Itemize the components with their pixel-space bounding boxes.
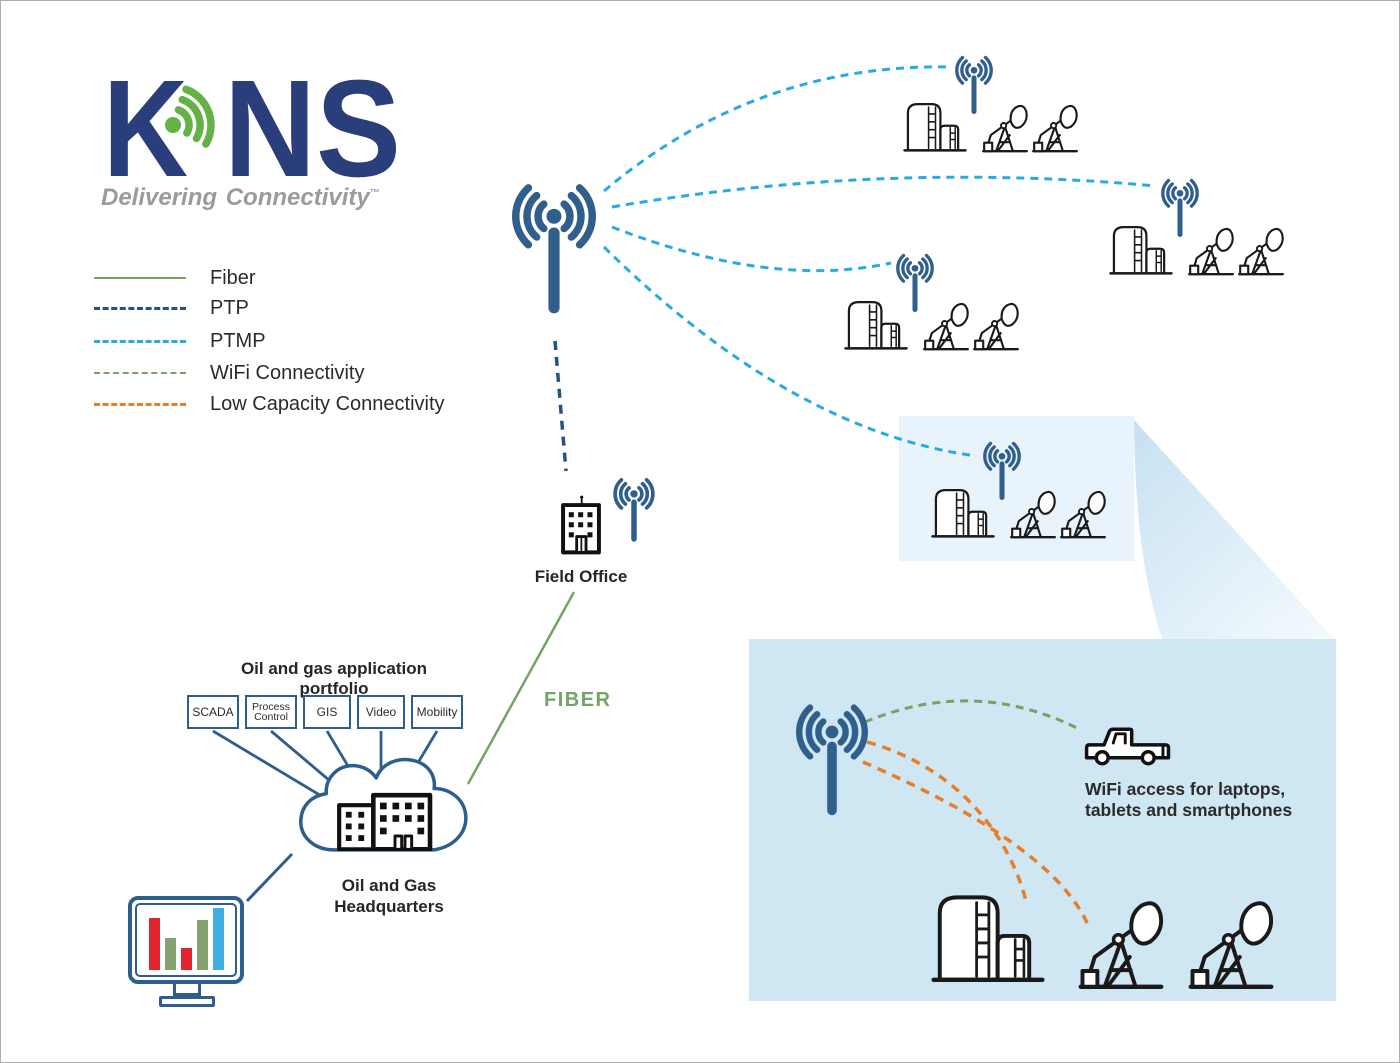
low-capacity-line-tank (866, 740, 1028, 902)
pumpjack-icon (1060, 490, 1106, 539)
legend-item-low-capacity: Low Capacity Connectivity (94, 392, 445, 416)
legend-label: PTP (210, 296, 249, 319)
app-box-process-control: Process Control (245, 695, 297, 729)
fiber-line-sample (94, 277, 186, 279)
app-box-gis: GIS (303, 695, 351, 729)
ptmp-line-site3 (611, 225, 892, 273)
logo-letters-ns: NS (224, 56, 401, 206)
pumpjack-icon (973, 302, 1019, 351)
wifi-caption-line2: tablets and smartphones (1085, 800, 1293, 821)
main-tower-antenna-icon (504, 179, 604, 319)
bar-chart (135, 903, 237, 977)
fiber-line (466, 591, 576, 785)
legend-item-ptmp: PTMP (94, 329, 266, 353)
ptmp-line-site1 (603, 65, 952, 193)
legend-item-ptp: PTP (94, 296, 249, 320)
ptmp-line-sample (94, 339, 186, 343)
pumpjack-icon (1032, 104, 1078, 153)
detail-panel (749, 639, 1336, 1001)
fiber-label: FIBER (544, 689, 612, 711)
field-office-antenna-icon (613, 478, 655, 544)
ptmp-line-site2 (611, 175, 1157, 209)
pumpjack-icon (1010, 490, 1056, 539)
pumpjack-icon (1077, 894, 1165, 992)
chart-bar (180, 948, 192, 970)
trademark-symbol: ™ (369, 188, 380, 199)
ptp-line (553, 340, 568, 472)
app-portfolio-boxes: SCADA Process Control GIS Video Mobility (187, 695, 463, 729)
hq-building-icon (335, 791, 435, 851)
wifi-access-caption: WiFi access for laptops, tablets and sma… (1085, 779, 1295, 822)
ptp-line-sample (94, 306, 186, 310)
ptmp-line-site4 (602, 245, 977, 458)
legend-item-fiber: Fiber (94, 266, 256, 290)
pickup-truck-icon (1084, 727, 1171, 766)
legend-label: Low Capacity Connectivity (210, 392, 445, 415)
tagline-text: Delivering Connectivity (101, 184, 370, 211)
chart-bar (212, 908, 224, 970)
logo-tagline: Delivering Connectivity™ (101, 184, 380, 212)
monitor-stand (173, 984, 201, 996)
app-portfolio-title: Oil and gas application portfolio (240, 659, 428, 698)
wifi-caption-line1: WiFi access for laptops, (1085, 779, 1286, 799)
kns-logo: K NS (103, 56, 401, 206)
chart-bar (148, 918, 160, 970)
wifi-line-sample (94, 372, 186, 374)
monitor-icon (128, 896, 244, 984)
wifi-line (864, 699, 1078, 730)
legend-label: PTMP (210, 329, 266, 352)
pumpjack-icon (923, 302, 969, 351)
hq-monitor-line (245, 852, 294, 903)
legend-label: WiFi Connectivity (210, 361, 365, 384)
pumpjack-icon (1187, 894, 1275, 992)
storage-tank-icon (931, 885, 1045, 986)
hq-label-line2: Headquarters (334, 897, 444, 917)
chart-bar (164, 938, 176, 970)
field-office-label: Field Office (534, 567, 628, 586)
app-box-mobility: Mobility (411, 695, 463, 729)
field-office-building-icon (561, 495, 601, 555)
legend-item-wifi: WiFi Connectivity (94, 361, 364, 385)
hq-label: Oil and Gas Headquarters (299, 875, 479, 918)
monitor-base (159, 996, 215, 1007)
logo-signal-icon (165, 85, 215, 148)
wifi-tower-antenna-icon (792, 699, 872, 821)
pumpjack-icon (1188, 227, 1234, 276)
hq-label-line1: Oil and Gas (341, 876, 437, 895)
low-capacity-line-sample (94, 402, 186, 406)
pumpjack-icon (1238, 227, 1284, 276)
low-capacity-line-pumpjack (862, 760, 1090, 926)
app-box-video: Video (357, 695, 405, 729)
chart-bar (196, 920, 208, 970)
app-box-scada: SCADA (187, 695, 239, 729)
legend-label: Fiber (210, 266, 256, 289)
pumpjack-icon (982, 104, 1028, 153)
